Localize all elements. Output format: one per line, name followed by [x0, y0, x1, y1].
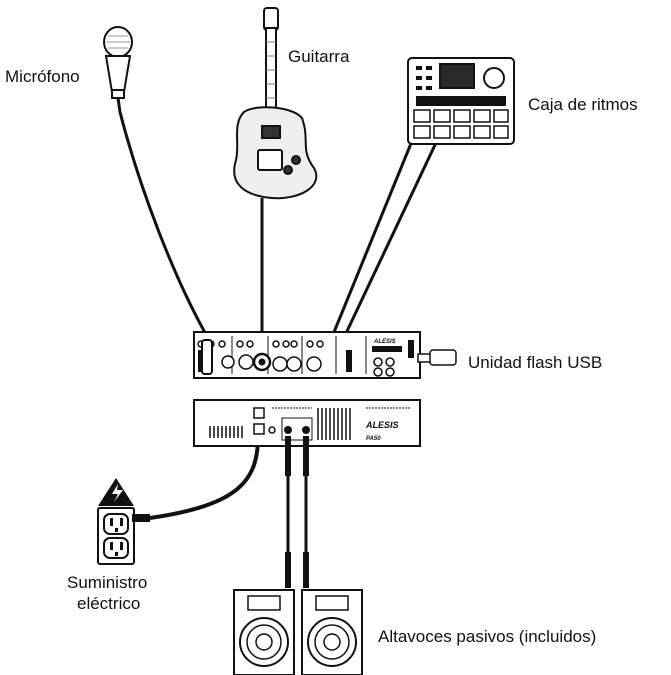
power-cable — [149, 435, 260, 520]
amplifier-model: PA50 — [366, 436, 381, 442]
usb-drive-label: Unidad flash USB — [468, 353, 602, 372]
guitar-neck — [265, 27, 277, 115]
speaker-left — [233, 589, 295, 675]
microphone-label: Micrófono — [5, 67, 80, 86]
guitar — [233, 7, 318, 200]
drum-machine — [407, 57, 515, 145]
drum-machine-display — [439, 63, 475, 89]
power-outlet-icon — [97, 507, 150, 565]
amplifier-brand: ALESIS — [365, 420, 399, 430]
mixer-brand: ALESIS — [373, 339, 396, 345]
drum-machine-label: Caja de ritmos — [528, 95, 638, 114]
power-label-line2: eléctrico — [77, 594, 140, 613]
guitar-label: Guitarra — [288, 47, 350, 66]
microphone — [103, 26, 133, 99]
speaker-cable-plugs — [285, 436, 309, 588]
electrical-hazard-warning-icon — [98, 478, 134, 506]
drum-machine-knob — [483, 67, 505, 89]
power-label-line1: Suministro — [67, 573, 147, 592]
microphone-body — [104, 55, 132, 93]
usb-flash-drive — [417, 349, 457, 366]
guitar-headstock — [263, 7, 279, 31]
speaker-right — [301, 589, 363, 675]
microphone-cable — [116, 97, 210, 339]
drum-machine-pads — [413, 109, 509, 139]
power-amplifier: ALESIS PA50 — [193, 399, 421, 447]
speakers-label: Altavoces pasivos (incluidos) — [378, 627, 596, 646]
mixer: ALESIS — [193, 331, 421, 379]
